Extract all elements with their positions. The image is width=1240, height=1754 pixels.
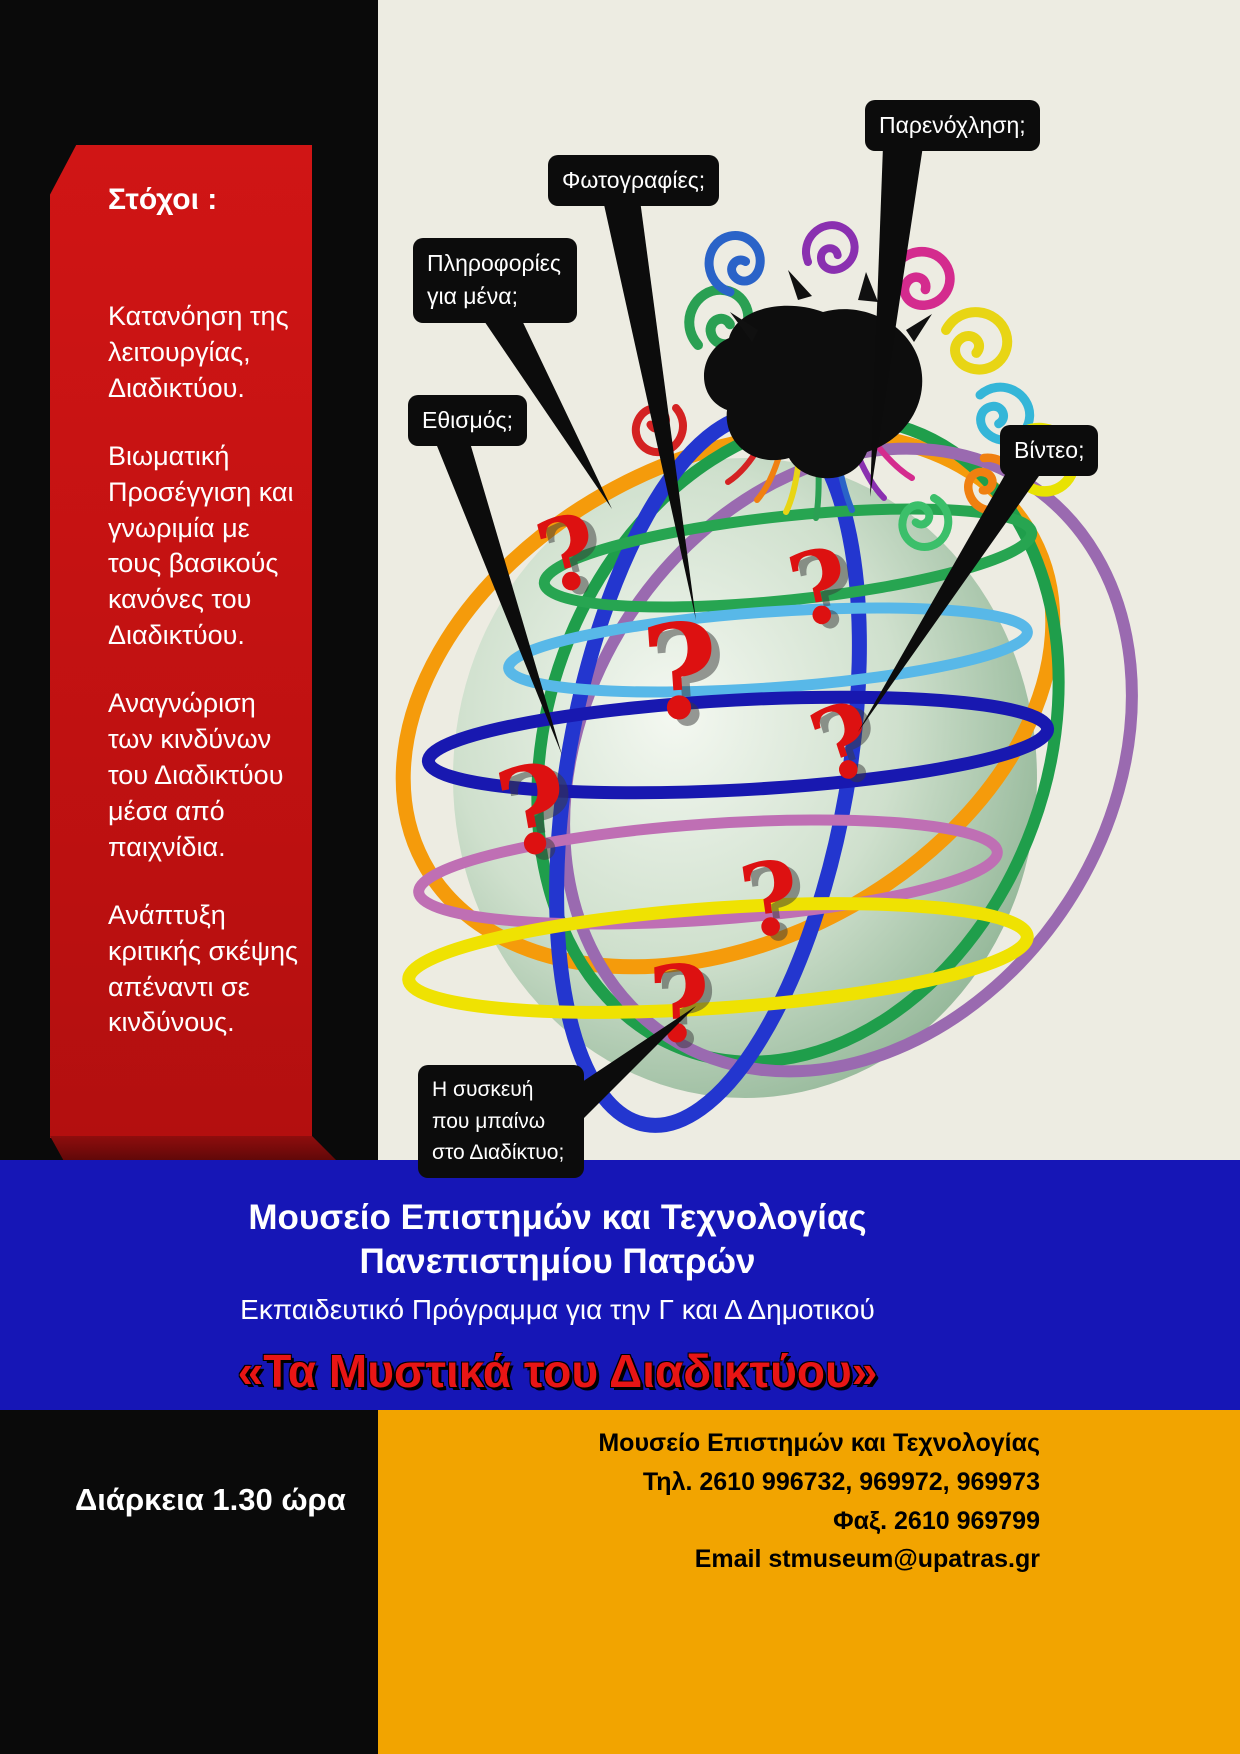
ribbon-yellow-parallel bbox=[402, 897, 1034, 1019]
goals-ribbon-3d-base bbox=[50, 1136, 338, 1162]
blue-banner: Μουσείο Επιστημών και Τεχνολογίας Πανεπι… bbox=[0, 1160, 1240, 1410]
globe-illustration: ?? ?? ?? ?? ?? ?? ?? bbox=[395, 146, 1138, 1133]
callout-addiction: Εθισμός; bbox=[408, 395, 527, 447]
program-subtitle: Εκπαιδευτικό Πρόγραμμα για την Γ και Δ Δ… bbox=[240, 1293, 875, 1325]
goals-ribbon: Στόχοι : Κατανόηση της λειτουργίας, Διαδ… bbox=[50, 145, 312, 1138]
goal-item: Αναγνώριση των κινδύνων του Διαδικτύου μ… bbox=[108, 688, 284, 862]
museum-name-line2: Πανεπιστημίου Πατρών bbox=[359, 1241, 756, 1281]
callout-tails bbox=[433, 146, 1046, 1118]
callout-tail bbox=[870, 146, 923, 497]
callout-tail bbox=[603, 200, 696, 620]
banner-content: Μουσείο Επιστημών και Τεχνολογίας Πανεπι… bbox=[0, 1160, 1115, 1398]
callout-device: Η συσκευή που μπαίνω στο Διαδίκτυο; bbox=[418, 1065, 584, 1178]
globe-ribbons bbox=[395, 407, 1138, 1133]
callout-tail bbox=[576, 1006, 696, 1118]
contact-block: Μουσείο Επιστημών και Τεχνολογίας Τηλ. 2… bbox=[378, 1410, 1240, 1579]
goal-item: Βιωματική Προσέγγιση και γνωριμία με του… bbox=[108, 440, 294, 651]
ribbon-magenta-parallel bbox=[413, 814, 1003, 930]
museum-name-line1: Μουσείο Επιστημών και Τεχνολογίας bbox=[248, 1198, 867, 1237]
ribbon-skyblue-parallel bbox=[503, 602, 1033, 698]
contact-email: Email stmuseum@upatras.gr bbox=[694, 1545, 1040, 1574]
callout-harassment: Παρενόχληση; bbox=[865, 100, 1040, 152]
contact-fax: Φαξ. 2610 969799 bbox=[833, 1506, 1040, 1535]
duration-panel: Διάρκεια 1.30 ώρα bbox=[0, 1410, 378, 1754]
question-mark-shadow: ? bbox=[646, 599, 733, 757]
program-title: «Τα Μυστικά του Διαδικτύου» bbox=[237, 1344, 878, 1397]
ribbon-darkblue-parallel bbox=[421, 690, 1055, 800]
question-mark-shadow: ? bbox=[654, 947, 720, 1073]
duration-text: Διάρκεια 1.30 ώρα bbox=[75, 1482, 346, 1517]
callout-tail bbox=[858, 466, 1046, 732]
octopus-shag bbox=[730, 270, 932, 342]
question-mark: ? bbox=[647, 941, 713, 1067]
ribbon-green-parallel bbox=[538, 503, 1038, 613]
callout-info-about-me: Πληροφορίες για μένα; bbox=[413, 238, 577, 323]
goal-item: Ανάπτυξη κριτικής σκέψης απέναντι σε κιν… bbox=[108, 899, 299, 1038]
question-mark: ? bbox=[637, 593, 724, 751]
callout-photos: Φωτογραφίες; bbox=[548, 155, 720, 207]
contact-panel: Μουσείο Επιστημών και Τεχνολογίας Τηλ. 2… bbox=[378, 1410, 1240, 1754]
callout-video: Βίντεο; bbox=[1000, 425, 1099, 477]
goals-heading: Στόχοι : bbox=[108, 183, 218, 216]
callout-tail bbox=[478, 312, 612, 509]
goals-list: Στόχοι : Κατανόηση της λειτουργίας, Διαδ… bbox=[108, 183, 304, 1073]
contact-museum: Μουσείο Επιστημών και Τεχνολογίας bbox=[598, 1429, 1040, 1457]
callout-tail bbox=[433, 436, 562, 755]
goal-item: Κατανόηση της λειτουργίας, Διαδικτύου. bbox=[108, 301, 289, 403]
contact-phone: Τηλ. 2610 996732, 969972, 969973 bbox=[642, 1467, 1040, 1496]
octopus-body bbox=[703, 305, 923, 479]
